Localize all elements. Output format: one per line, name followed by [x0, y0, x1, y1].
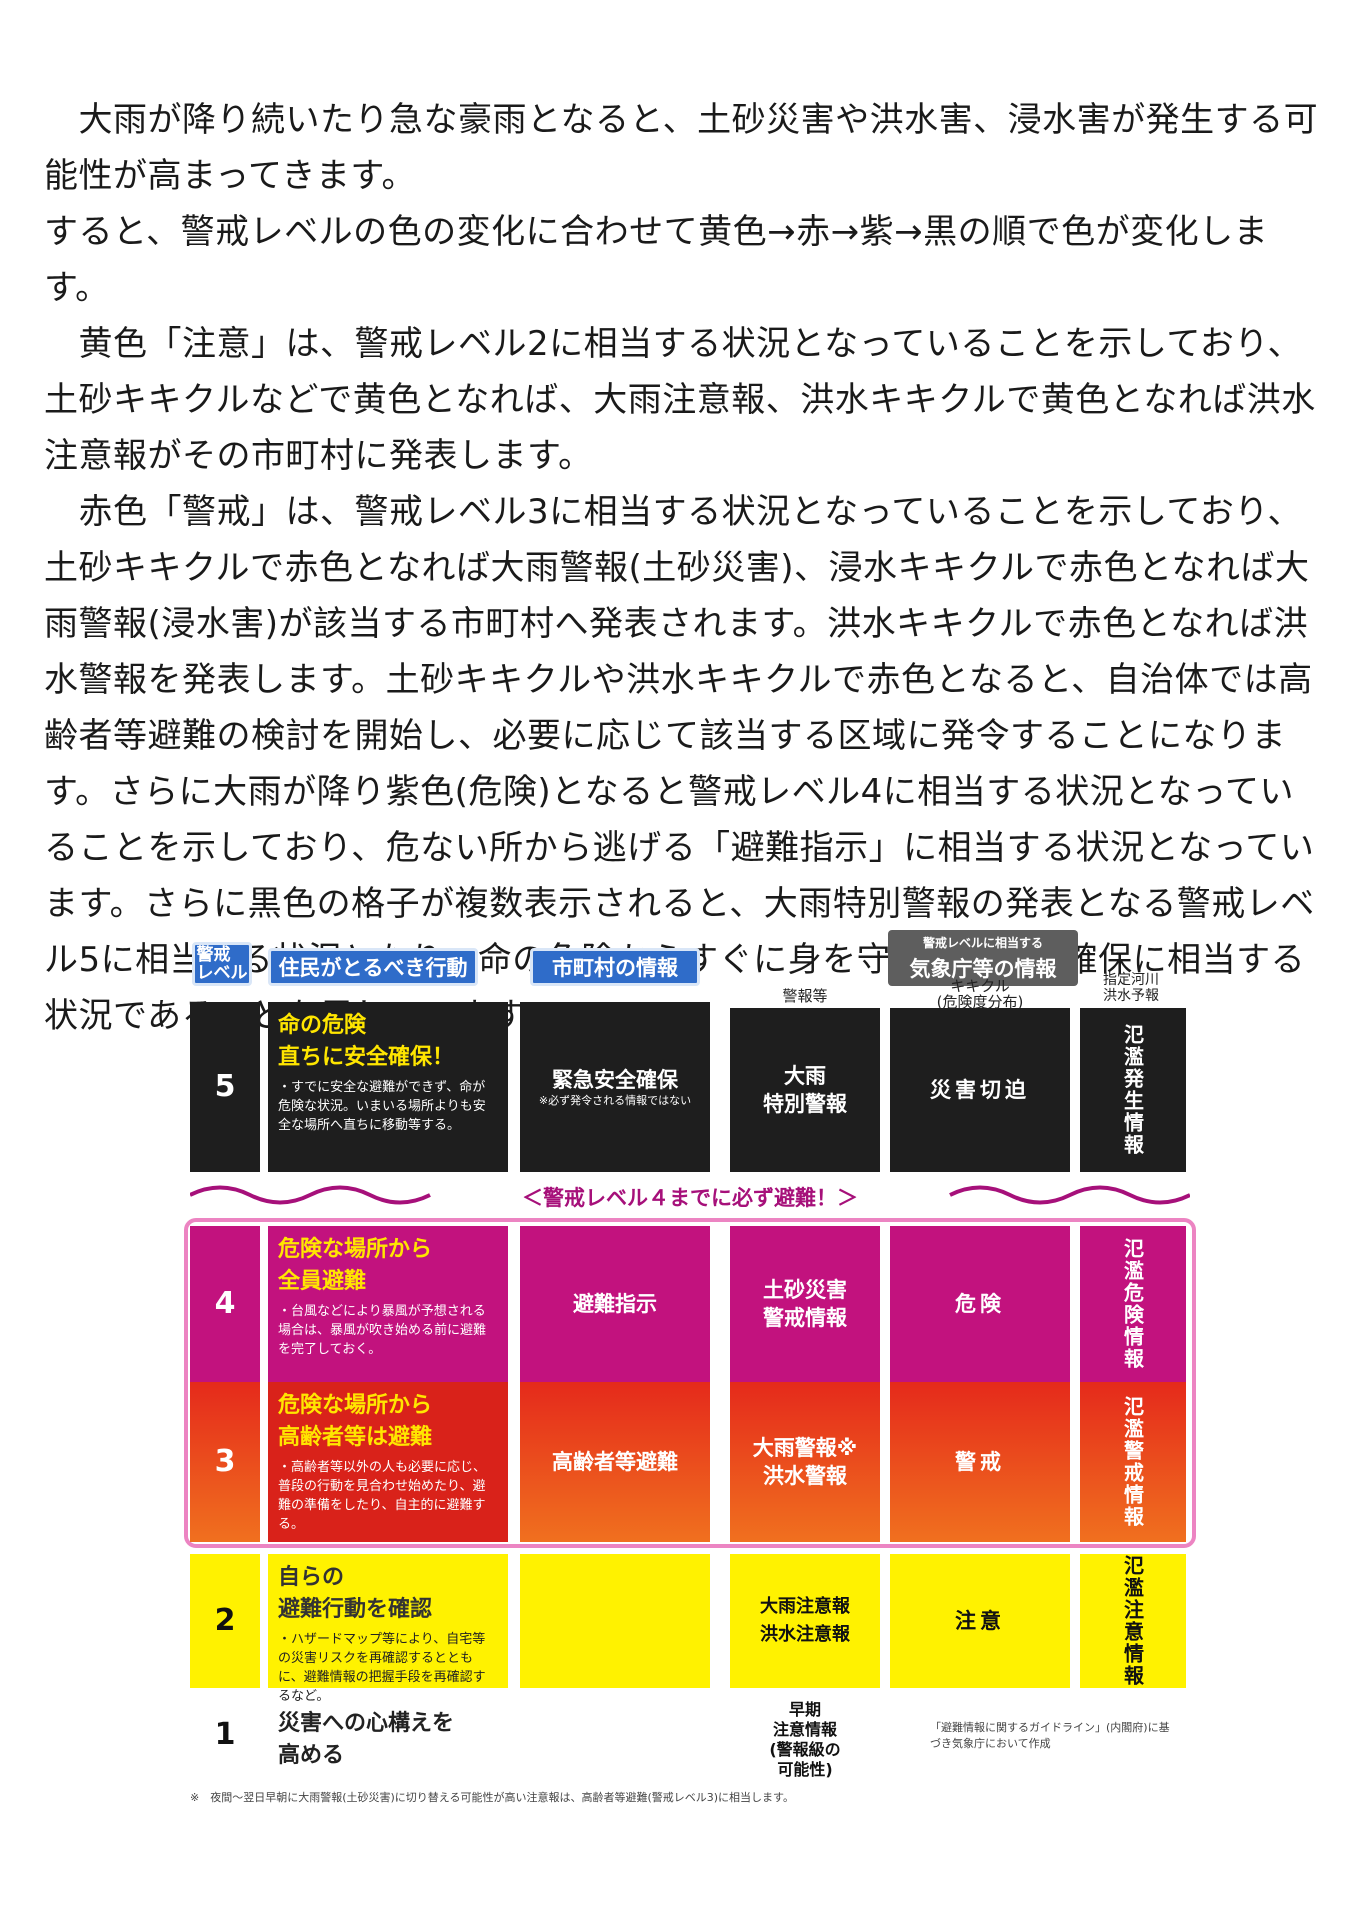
level-4-number: 4 — [190, 1226, 260, 1382]
level-3-municipal: 高齢者等避難 — [520, 1382, 710, 1542]
level-3-action-title1: 危険な場所から — [278, 1393, 433, 1418]
source-note: 「避難情報に関するガイドライン」(内閣府)に基づき気象庁において作成 — [930, 1721, 1170, 1750]
level-2-number: 2 — [190, 1554, 260, 1688]
level-3-number: 3 — [190, 1382, 260, 1542]
level-4-municipal: 避難指示 — [520, 1226, 710, 1382]
level-4-action: 危険な場所から 全員避難 ・台風などにより暴風が予想される場合は、暴風が吹き始め… — [268, 1226, 508, 1382]
level-5-action-title2: 直ちに安全確保！ — [278, 1045, 455, 1070]
level-2-action: 自らの 避難行動を確認 ・ハザードマップ等により、自宅等の災害リスクを再確認する… — [268, 1554, 508, 1704]
level-3-river: 氾濫警戒情報 — [1080, 1382, 1186, 1542]
footnote: ※ 夜間～翌日早朝に大雨警報(土砂災害)に切り替える可能性が高い注意報は、高齢者… — [190, 1791, 794, 1804]
level-4-action-note: ・台風などにより暴風が予想される場合は、暴風が吹き始める前に避難を完了しておく。 — [278, 1304, 487, 1357]
level-5-river: 氾濫発生情報 — [1080, 1008, 1186, 1172]
level-5-action-title1: 命の危険 — [278, 1013, 367, 1038]
paragraph: 赤色「警戒」は、警戒レベル3に相当する状況となっていることを示しており、土砂キキ… — [44, 492, 1315, 1036]
level-4-3-frame — [184, 1218, 1196, 1548]
level-5-action: 命の危険 直ちに安全確保！ ・すでに安全な避難ができず、命が危険な状況。いまいる… — [268, 1002, 508, 1172]
level-5-municipal-label: 緊急安全確保 — [552, 1068, 678, 1092]
header-action: 住民がとるべき行動 — [268, 948, 478, 986]
header-level: 警戒 レベル — [192, 942, 252, 986]
colhead-kikikuru: キキクル (危険度分布) — [936, 977, 1024, 1011]
level-3-action-note: ・高齢者等以外の人も必要に応じ、普段の行動を見合わせ始めたり、避難の準備をしたり… — [278, 1460, 487, 1532]
paragraph: すると、警戒レベルの色の変化に合わせて黄色→赤→紫→黒の順で色が変化します。 — [44, 212, 1269, 308]
level-3-action: 危険な場所から 高齢者等は避難 ・高齢者等以外の人も必要に応じ、普段の行動を見合… — [268, 1382, 508, 1542]
level-5-action-note: ・すでに安全な避難ができず、命が危険な状況。いまいる場所よりも安全な場所へ直ちに… — [278, 1080, 486, 1133]
level-5-number: 5 — [190, 1002, 260, 1172]
level-1-action-title1: 災害への心構えを — [278, 1711, 455, 1736]
intro-text: 大雨が降り続いたり急な豪雨となると、土砂災害や洪水害、浸水害が発生する可能性が高… — [44, 92, 1324, 1044]
level-1-action-title2: 高める — [278, 1743, 345, 1768]
alert-level-chart: 警戒 レベル 住民がとるべき行動 市町村の情報 警戒レベルに相当する 気象庁等の… — [184, 930, 1196, 1830]
colhead-warning: 警報等 — [782, 987, 828, 1005]
level-2-river: 氾濫注意情報 — [1080, 1554, 1186, 1688]
paragraph: 大雨が降り続いたり急な豪雨となると、土砂災害や洪水害、浸水害が発生する可能性が高… — [44, 100, 1319, 196]
header-jma: 警戒レベルに相当する 気象庁等の情報 — [888, 930, 1078, 986]
level-5-kikikuru: 災害切迫 — [890, 1008, 1070, 1172]
banner-wave — [190, 1185, 1190, 1205]
level-4-action-title2: 全員避難 — [278, 1269, 367, 1294]
level-5-municipal-note: ※必ず発令される情報ではない — [538, 1094, 692, 1107]
level-4-action-title1: 危険な場所から — [278, 1237, 433, 1262]
header-jma-small: 警戒レベルに相当する — [922, 935, 1043, 950]
level-2-warning: 大雨注意報 洪水注意報 — [730, 1554, 880, 1688]
level-3-action-title2: 高齢者等は避難 — [278, 1425, 433, 1450]
level-1-number: 1 — [214, 1717, 236, 1752]
level-4-river: 氾濫危険情報 — [1080, 1226, 1186, 1382]
level-5-warning: 大雨 特別警報 — [730, 1008, 880, 1172]
level-1-warning: 早期 注意情報 (警報級の 可能性) — [769, 1700, 841, 1779]
level-2-municipal — [520, 1554, 710, 1688]
level-5-municipal: 緊急安全確保 ※必ず発令される情報ではない — [520, 1002, 710, 1172]
header-jma-big: 気象庁等の情報 — [909, 956, 1057, 981]
level-2-action-note: ・ハザードマップ等により、自宅等の災害リスクを再確認するとともに、避難情報の把握… — [278, 1632, 486, 1704]
level-2-action-title1: 自らの — [278, 1565, 345, 1590]
level-2-kikikuru: 注意 — [890, 1554, 1070, 1688]
paragraph: 黄色「注意」は、警戒レベル2に相当する状況となっていることを示しており、土砂キキ… — [44, 324, 1316, 476]
level-1-action: 災害への心構えを 高める — [268, 1700, 508, 1770]
level-2-action-title2: 避難行動を確認 — [278, 1597, 433, 1622]
level-3-kikikuru: 警戒 — [890, 1382, 1070, 1542]
level-4-kikikuru: 危険 — [890, 1226, 1070, 1382]
header-municipal: 市町村の情報 — [530, 948, 700, 986]
level-4-warning: 土砂災害 警戒情報 — [730, 1226, 880, 1382]
colhead-river: 指定河川 洪水予報 — [1103, 972, 1159, 1004]
level-3-warning: 大雨警報※ 洪水警報 — [730, 1382, 880, 1542]
evacuate-banner: ＜警戒レベル４までに必ず避難！＞ — [522, 1186, 858, 1210]
